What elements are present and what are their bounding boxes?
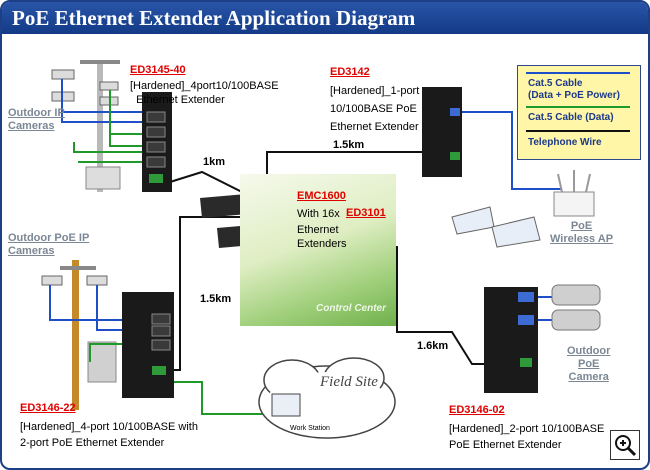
outdoor-poe-ip-cameras-label: Outdoor PoE IP Cameras: [8, 232, 90, 257]
legend-data-cable: Cat.5 Cable (Data): [528, 112, 614, 123]
camera-pole-bottom: [41, 260, 117, 410]
title-bar: PoE Ethernet Extender Application Diagra…: [2, 2, 648, 34]
ed3142-desc: [Hardened]_1-port 10/100BASE PoE Etherne…: [330, 85, 420, 133]
ed3146-02-code: ED3146-02: [449, 404, 505, 416]
zoom-button[interactable]: [610, 430, 640, 460]
distance-1km: 1km: [203, 156, 226, 168]
ed3142-device: [422, 87, 462, 177]
legend-telephone-wire: Telephone Wire: [528, 137, 602, 148]
ed3142-code: ED3142: [330, 66, 370, 78]
control-center-panel: Control Center: [240, 174, 396, 326]
legend-poe-cable: Cat.5 Cable (Data + PoE Power): [528, 78, 620, 101]
emc1600-desc: Ethernet Extenders: [297, 224, 347, 250]
ed3145-40-desc: [Hardened]_4port10/100BASE Ethernet Exte…: [130, 80, 279, 106]
ed3146-02-desc: [Hardened]_2-port 10/100BASE PoE Etherne…: [449, 423, 605, 451]
distance-ed3146-02: 1.6km: [417, 340, 449, 352]
legend-line-phone: [526, 130, 630, 132]
distance-ed3146-22: 1.5km: [200, 293, 232, 305]
field-site-cloud: [258, 357, 396, 439]
outdoor-poe-cameras: [551, 284, 601, 331]
diagram-title: PoE Ethernet Extender Application Diagra…: [12, 6, 416, 30]
ed3146-22-code: ED3146-22: [20, 402, 76, 414]
outdoor-poe-camera-label: Outdoor PoE Camera: [567, 345, 611, 383]
poe-wireless-ap-label: PoE Wireless AP: [550, 220, 614, 245]
ed3101-code: ED3101: [346, 207, 386, 219]
ed3146-22-device: [122, 292, 174, 398]
laptops: [451, 206, 541, 248]
ed3145-40-code: ED3145-40: [130, 64, 186, 76]
control-center-label: Control Center: [316, 303, 386, 314]
wireless-ap: [553, 170, 595, 217]
distance-ed3142: 1.5km: [333, 139, 365, 151]
emc1600-code: EMC1600: [297, 190, 346, 202]
wiring-diagram: [41, 60, 601, 439]
field-site-label: Field Site: [320, 374, 378, 390]
ed3146-02-device: [484, 287, 538, 393]
cable-legend: Cat.5 Cable (Data + PoE Power) Cat.5 Cab…: [517, 65, 641, 160]
legend-line-poe: [526, 72, 630, 74]
ed3145-40-device: [142, 92, 172, 192]
work-station-label: Work Station: [290, 425, 330, 432]
ed3146-22-desc: [Hardened]_4-port 10/100BASE with 2-port…: [20, 421, 198, 449]
outdoor-ip-cameras-label: Outdoor IP Cameras: [8, 107, 65, 132]
zoom-in-icon: [615, 435, 637, 457]
emc1600-with: With 16x: [297, 208, 340, 220]
legend-line-data: [526, 106, 630, 108]
